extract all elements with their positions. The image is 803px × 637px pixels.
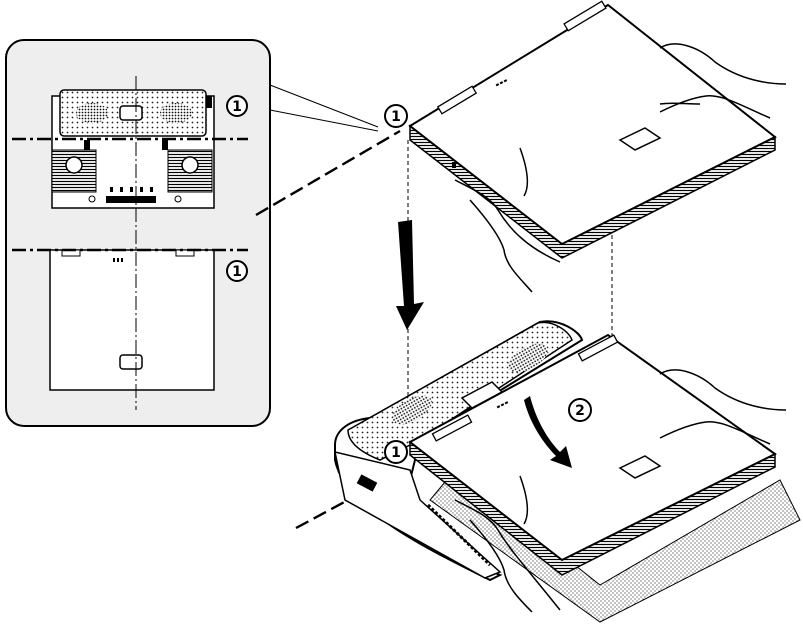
dock-port — [356, 474, 378, 492]
rotation-arrow — [524, 396, 572, 468]
top-device-callout: 1 — [384, 104, 408, 128]
inset-center-latch — [119, 105, 143, 121]
notebook-front-pad — [436, 85, 478, 115]
rotation-step-callout: 2 — [568, 398, 592, 422]
dock-left-speaker — [392, 395, 432, 425]
docking-assembly — [295, 320, 801, 623]
inset-right-speaker — [160, 103, 192, 123]
bottom-device-callout: 1 — [384, 440, 408, 464]
inset-callout-lower: 1 — [226, 260, 248, 282]
hand-right-lower — [659, 369, 787, 445]
inset-left-speaker — [76, 103, 108, 123]
inset-leader-bottom — [269, 109, 379, 132]
bottom-alignment-line — [295, 482, 379, 530]
notebook-base-plate — [408, 3, 777, 246]
inset-notebook-latch — [119, 354, 143, 370]
lower-arrow — [396, 220, 424, 330]
inset-dock-top-view — [51, 89, 215, 209]
svg-text:1: 1 — [391, 109, 401, 125]
hand-left-upper — [454, 147, 561, 293]
top-alignment-line — [255, 129, 401, 217]
inset-panel: 1 1 — [5, 39, 379, 427]
dock-right-speaker — [508, 343, 548, 373]
inset-docking-connector — [106, 196, 156, 203]
notebook-docked-latch-recess — [618, 455, 662, 479]
inset-notebook-bottom-view — [49, 249, 215, 391]
notebook-rear-pad — [563, 0, 607, 32]
inset-callout-upper: 1 — [226, 95, 248, 117]
notebook-upside-down — [255, 0, 787, 293]
hand-right-upper — [659, 43, 787, 119]
inset-leader-top — [269, 84, 379, 128]
svg-text:2: 2 — [575, 403, 585, 419]
notebook-latch-recess — [618, 127, 662, 151]
svg-text:1: 1 — [391, 445, 401, 461]
svg-text:1: 1 — [232, 264, 242, 280]
svg-text:1: 1 — [232, 99, 242, 115]
hand-left-lower — [454, 475, 561, 613]
notebook-docked-plate — [408, 333, 777, 562]
